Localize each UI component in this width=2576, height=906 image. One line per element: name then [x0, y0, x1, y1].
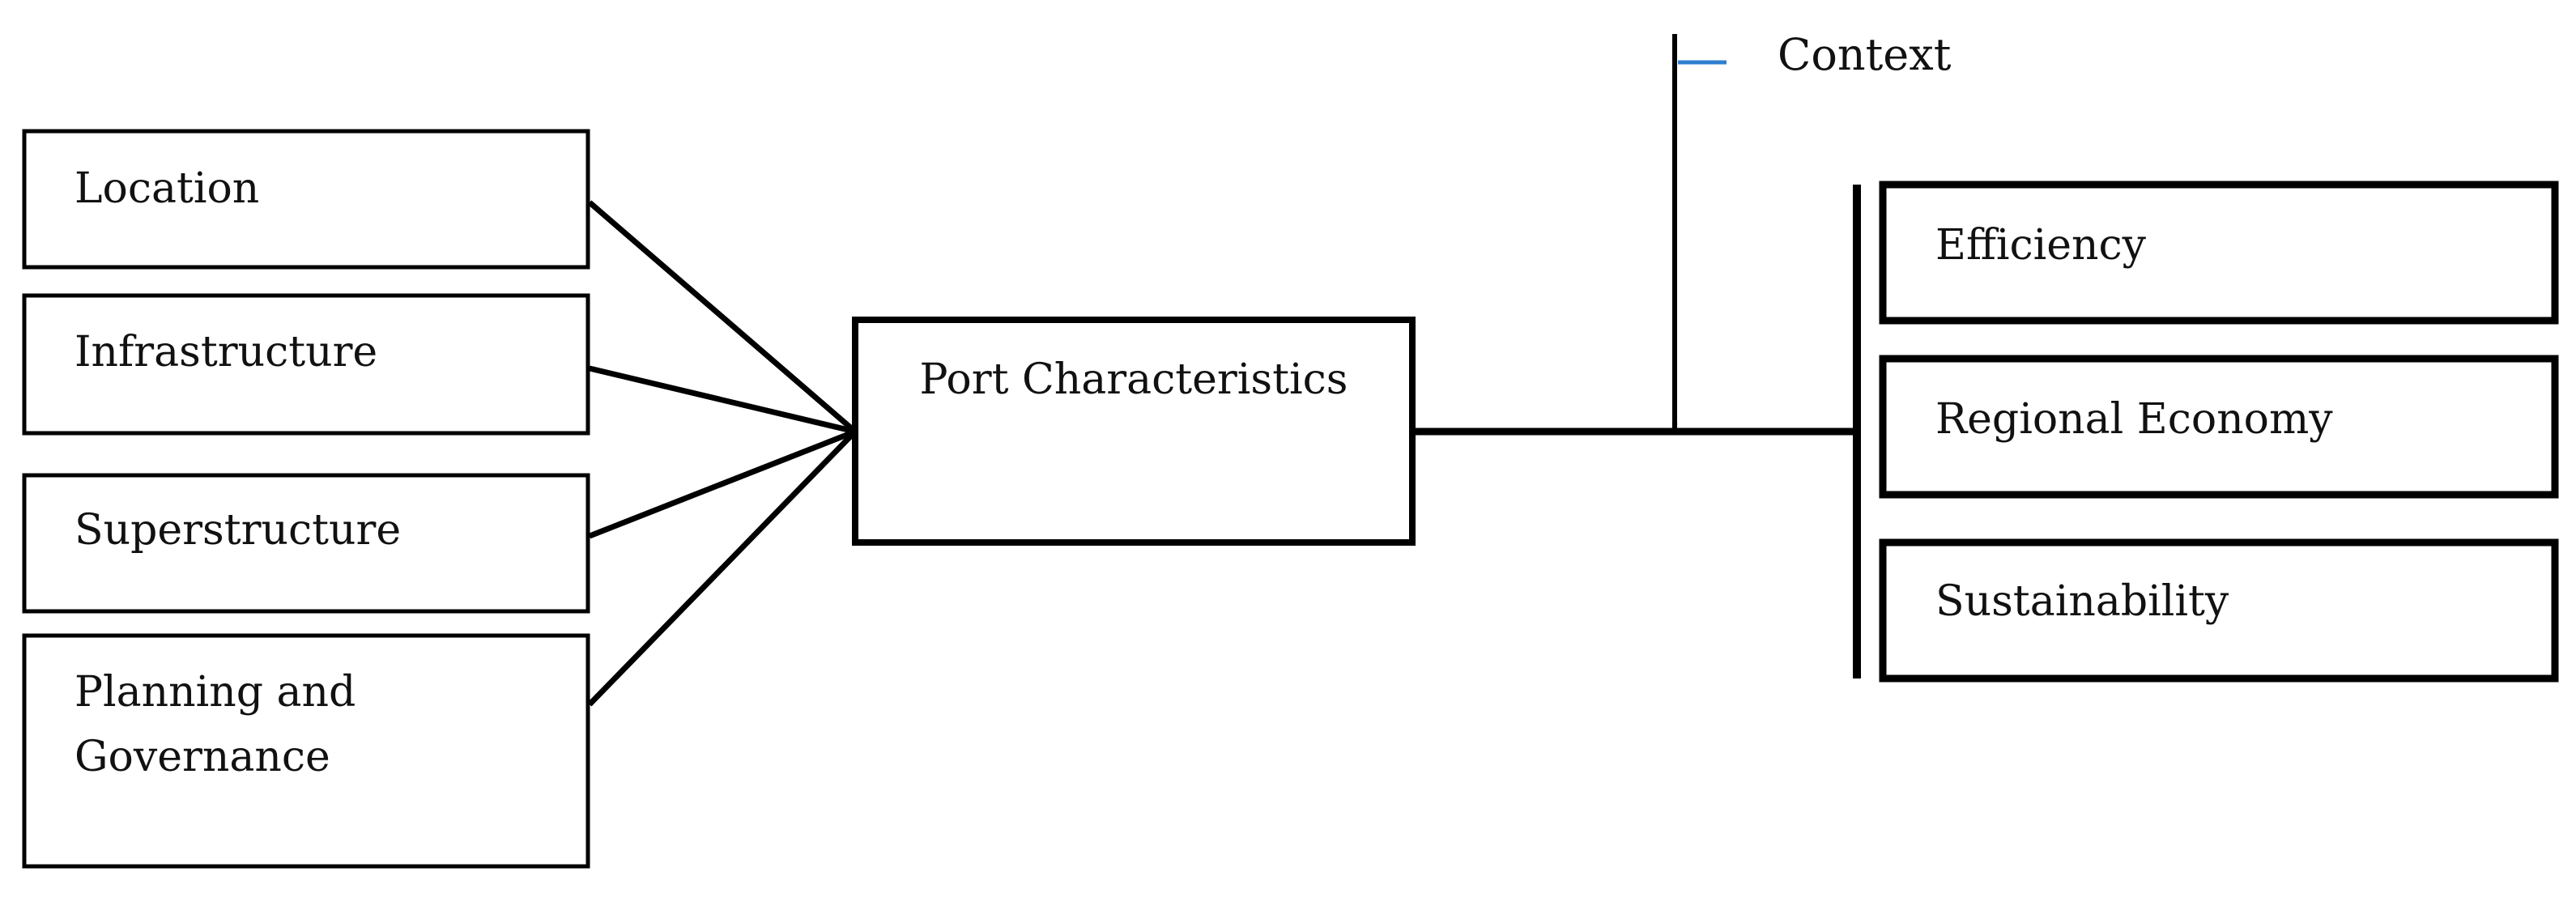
characteristic-box — [22, 129, 590, 270]
outcome-box — [1879, 181, 2559, 325]
outcome-label: Regional Economy — [1935, 395, 2333, 444]
characteristic-infrastructure: Infrastructure — [22, 293, 590, 436]
characteristic-label: Infrastructure — [75, 328, 377, 376]
arrow-to-superstructure — [588, 428, 857, 539]
characteristic-arrows — [587, 200, 858, 707]
characteristic-box — [22, 633, 590, 869]
context-moderator: Context — [1671, 29, 1952, 430]
center-label: Port Characteristics — [920, 355, 1348, 404]
arrow-to-planning-governance — [587, 429, 858, 707]
characteristic-box — [22, 293, 590, 436]
outcome-box — [1879, 355, 2559, 499]
characteristic-superstructure: Superstructure — [22, 473, 590, 614]
arrow-to-location — [587, 200, 858, 434]
outcome-sustainability: Sustainability — [1879, 538, 2559, 683]
context-label: Context — [1778, 29, 1952, 80]
characteristic-label-line-2: Governance — [75, 733, 330, 781]
outcome-box — [1879, 538, 2559, 683]
characteristic-label: Location — [75, 164, 259, 213]
characteristic-box — [22, 473, 590, 614]
center-box — [852, 317, 1416, 546]
outcome-label: Efficiency — [1935, 221, 2147, 270]
characteristic-planning-governance: Planning and Governance — [22, 633, 590, 869]
outcome-label: Sustainability — [1935, 577, 2229, 626]
characteristic-location: Location — [22, 129, 590, 270]
outcome-regional-economy: Regional Economy — [1879, 355, 2559, 499]
characteristic-label: Planning and — [75, 668, 356, 717]
port-characteristics-node: Port Characteristics — [852, 317, 1416, 546]
arrow-to-infrastructure — [589, 365, 856, 435]
outcome-efficiency: Efficiency — [1879, 181, 2559, 325]
characteristic-label: Superstructure — [75, 506, 401, 555]
